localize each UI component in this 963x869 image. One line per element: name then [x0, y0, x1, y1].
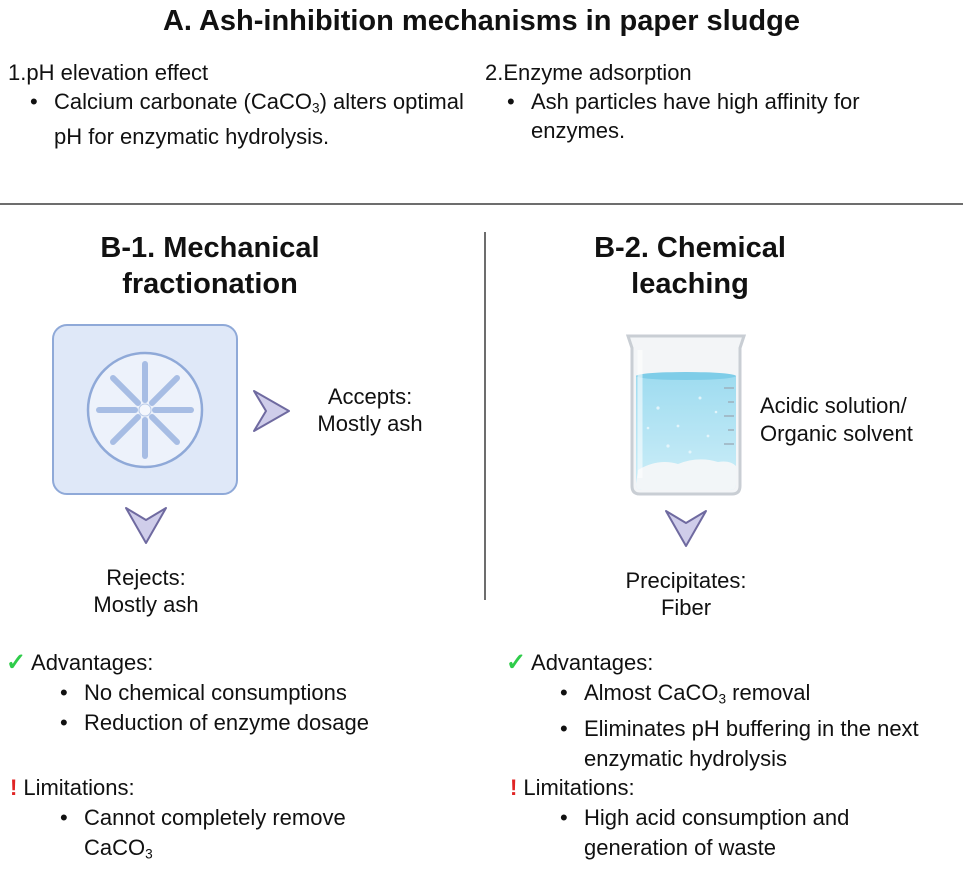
b2-limitations-label: Limitations:	[523, 775, 635, 800]
list-item: High acid consumption and generation of …	[554, 803, 926, 863]
section-divider-vertical	[484, 232, 486, 600]
list-item: Almost CaCO3 removal	[554, 678, 946, 714]
b2-advantages: ✓ Advantages: Almost CaCO3 removal Elimi…	[506, 648, 956, 774]
sediment	[636, 459, 736, 490]
accepts-label: Accepts: Mostly ash	[317, 384, 423, 436]
graduation-marks	[724, 387, 734, 445]
mechanism-2-bullet: Ash particles have high affinity for enz…	[501, 87, 945, 145]
section-b1-title: B-1. Mechanical fractionation	[100, 232, 320, 300]
b1-advantages: ✓ Advantages: No chemical consumptions R…	[6, 648, 476, 738]
mechanism-1-bullet: Calcium carbonate (CaCO3) alters optimal…	[24, 87, 468, 151]
solution-label: Acidic solution/ Organic solvent	[760, 393, 913, 446]
exclamation-icon: !	[10, 775, 18, 800]
list-item: No chemical consumptions	[54, 678, 476, 708]
b2-advantages-label: Advantages:	[531, 650, 654, 675]
mechanism-1-heading: 1.pH elevation effect	[8, 60, 209, 85]
list-item: Eliminates pH buffering in the next enzy…	[554, 714, 946, 774]
b1-advantages-list: No chemical consumptions Reduction of en…	[54, 678, 476, 738]
fractionator-diagram	[52, 324, 238, 495]
b1-limitations-label: Limitations:	[23, 775, 135, 800]
rejects-label: Rejects: Mostly ash	[93, 565, 199, 617]
b2-limitations-list: High acid consumption and generation of …	[554, 803, 926, 863]
b2-advantages-list: Almost CaCO3 removal Eliminates pH buffe…	[554, 678, 946, 774]
section-a-title: A. Ash-inhibition mechanisms in paper sl…	[162, 5, 800, 37]
mechanism-2: 2.Enzyme adsorption Ash particles have h…	[485, 58, 945, 145]
list-item: Reduction of enzyme dosage	[54, 708, 476, 738]
beaker-icon	[625, 334, 747, 496]
precipitates-label: Precipitates: Fiber	[625, 568, 747, 620]
rotor-spokes	[96, 361, 194, 459]
mechanism-1: 1.pH elevation effect Calcium carbonate …	[8, 58, 468, 151]
mechanism-1-list: Calcium carbonate (CaCO3) alters optimal…	[24, 87, 468, 151]
rejects-arrow-icon	[125, 507, 167, 544]
exclamation-icon: !	[510, 775, 518, 800]
section-divider-horizontal	[0, 203, 963, 205]
precipitates-arrow-icon	[665, 510, 707, 547]
b1-limitations: !Limitations: Cannot completely removeCa…	[6, 773, 476, 869]
check-icon: ✓	[6, 649, 27, 676]
b1-advantages-label: Advantages:	[31, 650, 154, 675]
mechanism-2-list: Ash particles have high affinity for enz…	[501, 87, 945, 145]
accepts-arrow-icon	[253, 390, 290, 432]
section-b2-title: B-2. Chemical leaching	[594, 232, 786, 300]
mechanism-2-heading: 2.Enzyme adsorption	[485, 60, 692, 85]
check-icon: ✓	[506, 649, 527, 676]
b2-limitations: !Limitations: High acid consumption and …	[506, 773, 956, 863]
